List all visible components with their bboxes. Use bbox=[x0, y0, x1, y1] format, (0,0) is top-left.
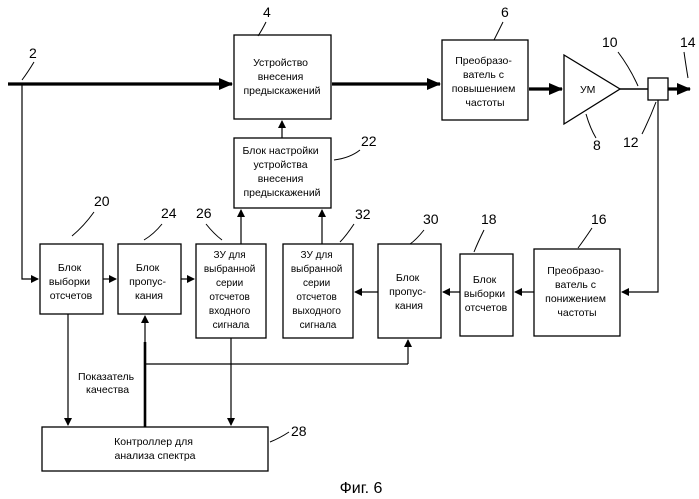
controller-line-2: анализа спектра bbox=[114, 450, 195, 462]
mem-out-line-4: отсчетов bbox=[296, 292, 336, 303]
downconverter-line-1: Преобразо- bbox=[547, 265, 604, 277]
sampler-out-line-2: выборки bbox=[464, 288, 505, 300]
gate-out-line-2: пропус- bbox=[389, 286, 426, 298]
gate-in-line-3: кания bbox=[135, 290, 163, 302]
ref-2: 2 bbox=[29, 45, 37, 61]
controller-line-1: Контроллер для bbox=[114, 436, 193, 448]
sampler-out-line-1: Блок bbox=[473, 274, 497, 286]
figure-caption: Фиг. 6 bbox=[340, 480, 383, 497]
downconverter-line-4: частоты bbox=[557, 307, 596, 319]
svg-text:Показатель качества: Показатель качества bbox=[78, 371, 137, 396]
ref-6: 6 bbox=[501, 4, 509, 20]
tuner-line-4: предыскажений bbox=[243, 187, 320, 199]
gate-out-line-1: Блок bbox=[396, 272, 420, 284]
sampler-in-line-3: отсчетов bbox=[50, 290, 93, 302]
ref-10: 10 bbox=[602, 34, 618, 50]
ref-32: 32 bbox=[355, 206, 371, 222]
mem-in-line-5: входного bbox=[209, 306, 251, 317]
gate-in-line-1: Блок bbox=[136, 262, 160, 274]
tuner-line-3: внесения bbox=[258, 173, 304, 185]
ref-18: 18 bbox=[481, 211, 497, 227]
quality-label: Показатель качества bbox=[78, 371, 137, 396]
upconverter-line-4: частоты bbox=[465, 97, 504, 109]
upconverter-line-3: повышением bbox=[452, 83, 516, 95]
power-amplifier: УМ bbox=[564, 55, 620, 124]
mem-in-line-3: серии bbox=[216, 278, 243, 289]
downconverter-line-3: понижением bbox=[545, 293, 606, 305]
quality-line-1: Показатель bbox=[78, 371, 135, 383]
sampler-in-block: Блок выборки отсчетов bbox=[40, 244, 103, 314]
gate-out-block: Блок пропус- кания bbox=[378, 244, 441, 338]
sampler-in-line-1: Блок bbox=[58, 262, 82, 274]
ref-22: 22 bbox=[361, 133, 377, 149]
ref-28: 28 bbox=[291, 423, 307, 439]
mem-in-line-1: ЗУ для bbox=[214, 250, 246, 261]
controller-block: Контроллер для анализа спектра bbox=[42, 427, 268, 471]
mem-in-line-6: сигнала bbox=[213, 320, 250, 331]
gate-out-line-3: кания bbox=[395, 300, 423, 312]
ref-20: 20 bbox=[94, 193, 110, 209]
mem-out-line-5: выходного bbox=[292, 306, 341, 317]
predistorter-line-1: Устройство bbox=[253, 57, 308, 69]
predistorter-line-2: внесения bbox=[258, 71, 304, 83]
mem-out-line-3: серии bbox=[303, 278, 330, 289]
ref-16: 16 bbox=[591, 211, 607, 227]
predistorter-block: Устройство внесения предыскажений bbox=[234, 35, 331, 119]
mem-out-line-2: выбранной bbox=[291, 263, 343, 275]
upconverter-line-1: Преобразо- bbox=[455, 55, 512, 67]
ref-12: 12 bbox=[623, 134, 639, 150]
memory-input-block: ЗУ для выбранной серии отсчетов входного… bbox=[196, 244, 266, 338]
sampler-in-line-2: выборки bbox=[49, 276, 90, 288]
amp-label: УМ bbox=[580, 84, 595, 96]
ref-30: 30 bbox=[423, 211, 439, 227]
downconverter-block: Преобразо- ватель с понижением частоты bbox=[534, 249, 620, 336]
predistorter-line-3: предыскажений bbox=[243, 85, 320, 97]
mem-in-line-4: отсчетов bbox=[209, 292, 249, 303]
mem-in-line-2: выбранной bbox=[204, 263, 256, 275]
gate-in-line-2: пропус- bbox=[129, 276, 166, 288]
upconverter-line-2: ватель с bbox=[463, 69, 504, 81]
memory-output-block: ЗУ для выбранной серии отсчетов выходног… bbox=[283, 244, 353, 338]
upconverter-block: Преобразо- ватель с повышением частоты bbox=[442, 40, 528, 120]
ref-24: 24 bbox=[161, 205, 177, 221]
sampler-out-block: Блок выборки отсчетов bbox=[460, 254, 513, 336]
coupler-block bbox=[648, 78, 668, 100]
mem-out-line-6: сигнала bbox=[300, 320, 337, 331]
tuner-line-2: устройства bbox=[253, 159, 307, 171]
ref-14: 14 bbox=[680, 34, 696, 50]
tuner-block: Блок настройки устройства внесения преды… bbox=[234, 138, 331, 208]
ref-4: 4 bbox=[263, 4, 271, 20]
ref-26: 26 bbox=[196, 205, 212, 221]
tuner-line-1: Блок настройки bbox=[243, 145, 319, 157]
gate-in-block: Блок пропус- кания bbox=[118, 244, 181, 314]
mem-out-line-1: ЗУ для bbox=[301, 250, 333, 261]
quality-line-2: качества bbox=[86, 384, 129, 396]
downconverter-line-2: ватель с bbox=[555, 279, 596, 291]
ref-8: 8 bbox=[593, 137, 601, 153]
sampler-out-line-3: отсчетов bbox=[465, 302, 508, 314]
